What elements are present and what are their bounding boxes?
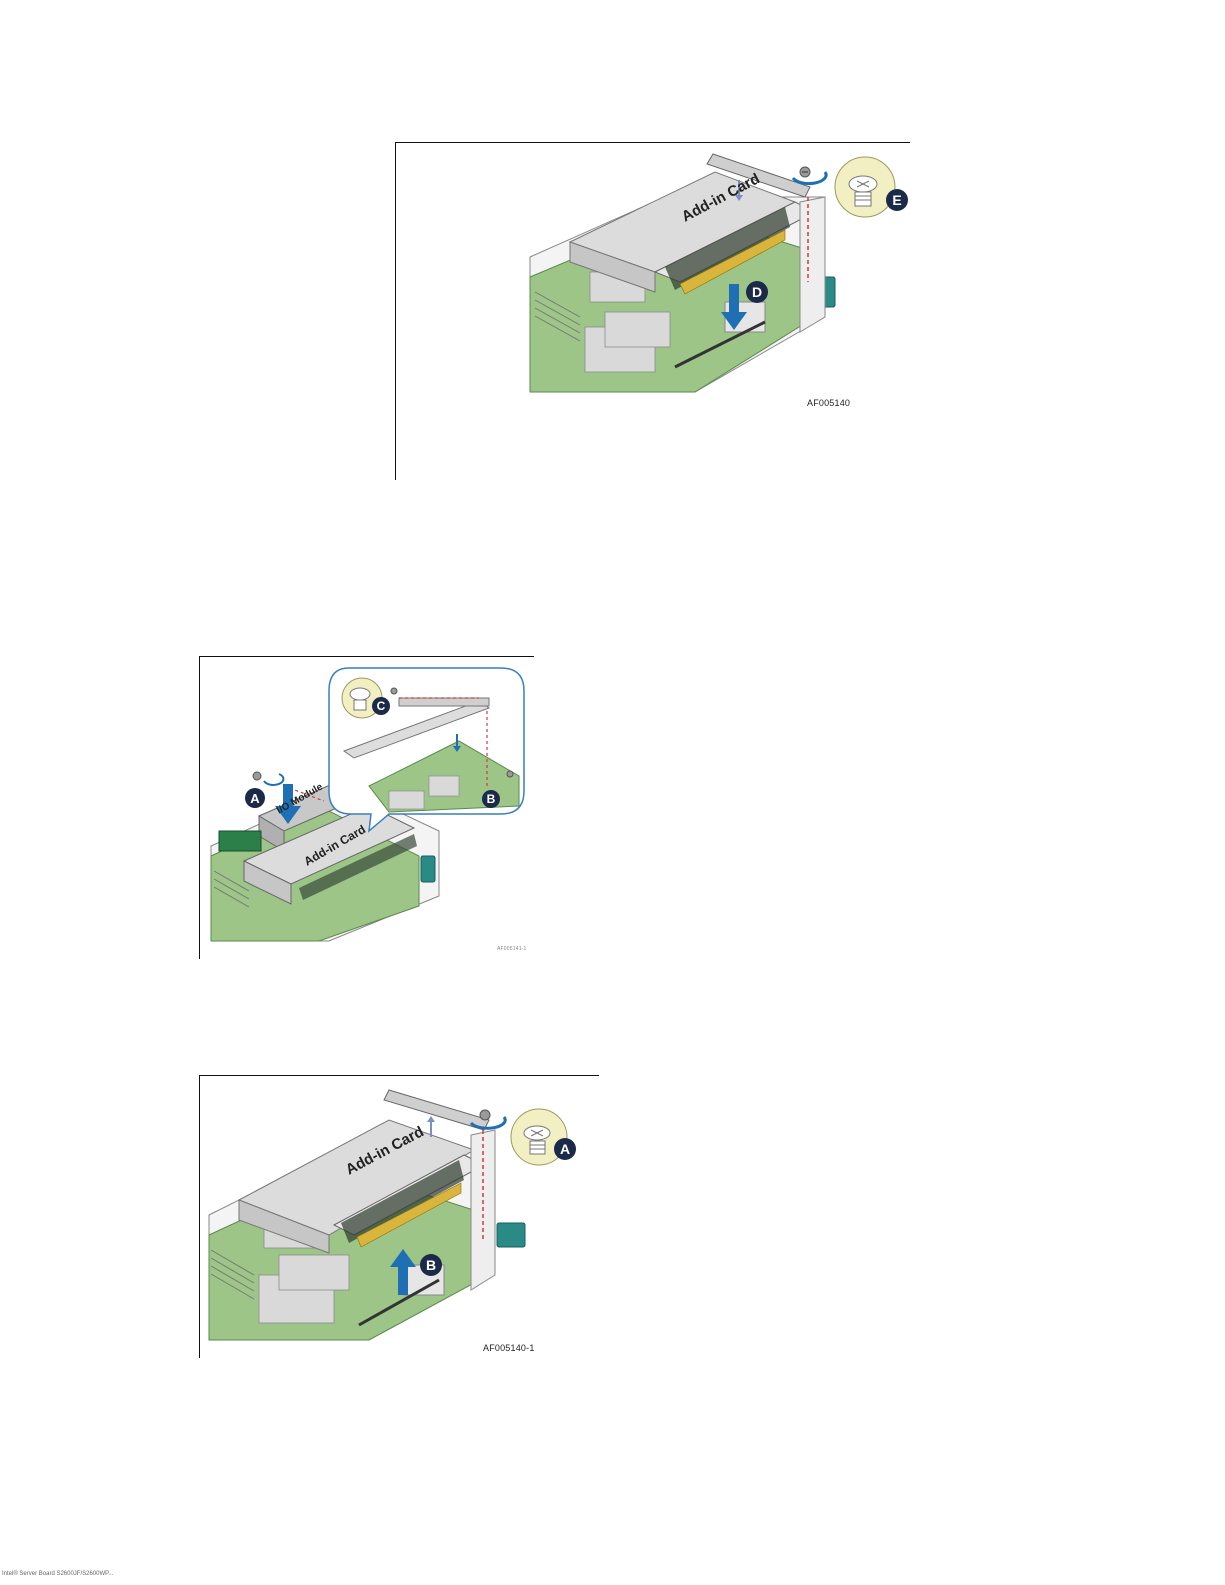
figure-id: AF005140 [807,398,850,408]
page-footer: Intel® Server Board S2600JF/S2600WP... [2,1571,113,1577]
figure-io-module: A C B I/O Module Add-in Card AF005141-1 [199,656,534,959]
callout-a-label: A [250,791,260,806]
screw-icon [507,771,513,777]
screw-icon [800,167,810,177]
rotate-arrow-icon [264,774,283,785]
callout-b-label: B [487,792,496,806]
illustration-io-module: A C B I/O Module Add-in Card [199,656,534,959]
screw-icon [391,688,397,694]
illustration-install-riser: D E Add-in Card [395,142,910,480]
figure-remove-riser: B A Add-in Card AF005140-1 [199,1075,599,1358]
figure-id: AF005141-1 [497,946,527,952]
callout-c-label: C [377,699,386,713]
callout-e-label: E [892,192,901,208]
figure-install-riser: D E Add-in Card AF005140 [395,142,910,480]
screw-icon [480,1110,490,1120]
illustration-remove-riser: B A Add-in Card [199,1075,599,1358]
callout-a-label: A [560,1141,570,1157]
screw-icon [253,772,261,780]
figure-id: AF005140-1 [483,1343,535,1353]
callout-d-label: D [752,284,762,300]
callout-b-label: B [426,1257,436,1273]
screw-badge-e [835,157,895,217]
